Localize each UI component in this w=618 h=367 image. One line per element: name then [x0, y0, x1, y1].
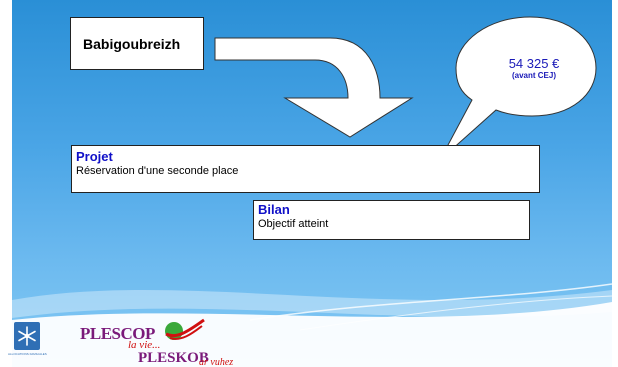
- projet-heading: Projet: [76, 149, 113, 164]
- title-box: Babigoubreizh: [70, 17, 204, 70]
- town-logo-emblem: [165, 318, 205, 340]
- wave-swoosh-1: [12, 290, 612, 318]
- wave-swoosh-3: [249, 283, 613, 321]
- snowflake-icon: [18, 326, 36, 346]
- caf-logo: [14, 322, 40, 350]
- caf-logo-caption: ALLOCATIONS FAMILIALES: [8, 352, 47, 356]
- bilan-text: Objectif atteint: [258, 218, 329, 230]
- town-logo-line3: PLESKOB: [138, 350, 209, 366]
- bilan-heading: Bilan: [258, 202, 290, 217]
- wave-swoosh-2: [12, 302, 612, 367]
- projet-text: Réservation d'une seconde place: [76, 165, 239, 177]
- town-logo-line2: la vie...: [128, 339, 161, 351]
- speech-bubble: [439, 16, 597, 161]
- projet-box: Projet Réservation d'une seconde place: [71, 145, 540, 193]
- town-logo-line4: ar vuhez: [199, 357, 234, 367]
- bilan-box: Bilan Objectif atteint: [253, 200, 530, 240]
- wave-swoosh-4: [299, 295, 613, 331]
- bubble-content: 54 325 € (avant CEJ): [490, 57, 578, 81]
- town-logo-line1: PLESCOP: [80, 324, 155, 343]
- curved-arrow: [214, 37, 414, 138]
- bubble-amount: 54 325 €: [508, 56, 560, 71]
- bubble-note: (avant CEJ): [511, 71, 556, 80]
- title-text: Babigoubreizh: [83, 36, 181, 52]
